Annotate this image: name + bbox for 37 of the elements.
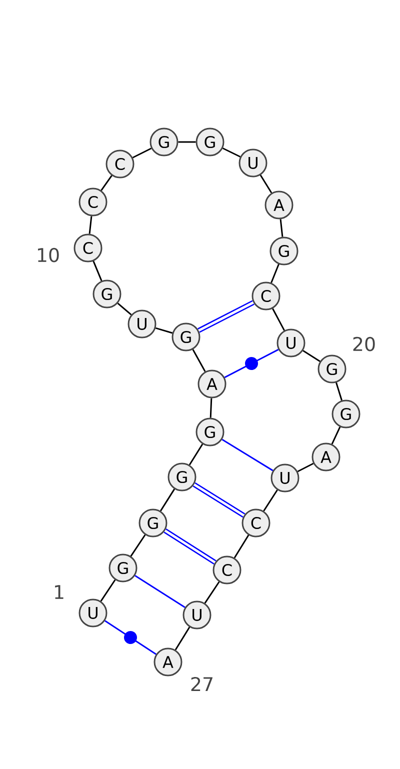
backbone-line: [100, 579, 116, 602]
backbone-line: [88, 216, 92, 234]
backbone-line: [297, 462, 314, 472]
base-pair-line: [104, 620, 156, 655]
position-number: 20: [353, 336, 375, 352]
backbone-line: [280, 219, 284, 237]
position-number: 1: [55, 585, 64, 599]
backbone-line: [260, 174, 272, 194]
position-number: 10: [38, 248, 59, 262]
backbone-line: [188, 444, 204, 466]
backbone-line: [174, 626, 190, 650]
backbone-line: [204, 581, 220, 604]
backbone-line: [263, 490, 278, 512]
backbone-line: [234, 534, 250, 558]
base-pair-line: [222, 438, 274, 472]
base-pair-line: [134, 575, 186, 608]
backbone-line: [331, 426, 341, 444]
backbone-line: [210, 398, 212, 418]
base-pair-line: [198, 300, 254, 333]
backbone-line: [160, 488, 176, 512]
backbone-line: [222, 148, 241, 158]
backbone-line: [336, 382, 342, 401]
backbone-line: [92, 260, 102, 282]
backbone-line: [178, 141, 196, 143]
backbone-line: [130, 534, 146, 557]
base-pair-line: [224, 348, 279, 378]
backbone-line: [272, 308, 285, 331]
backbone-line: [302, 350, 320, 362]
backbone-line: [132, 148, 152, 158]
backbone-line: [117, 302, 132, 316]
position-number: 27: [191, 676, 212, 692]
backbone-line: [270, 264, 280, 284]
base-pair-line: [192, 482, 246, 518]
backbone-line: [192, 349, 206, 372]
backbone-line: [155, 327, 173, 334]
backbone-line: [100, 175, 112, 191]
base-pair-line: [164, 528, 216, 564]
